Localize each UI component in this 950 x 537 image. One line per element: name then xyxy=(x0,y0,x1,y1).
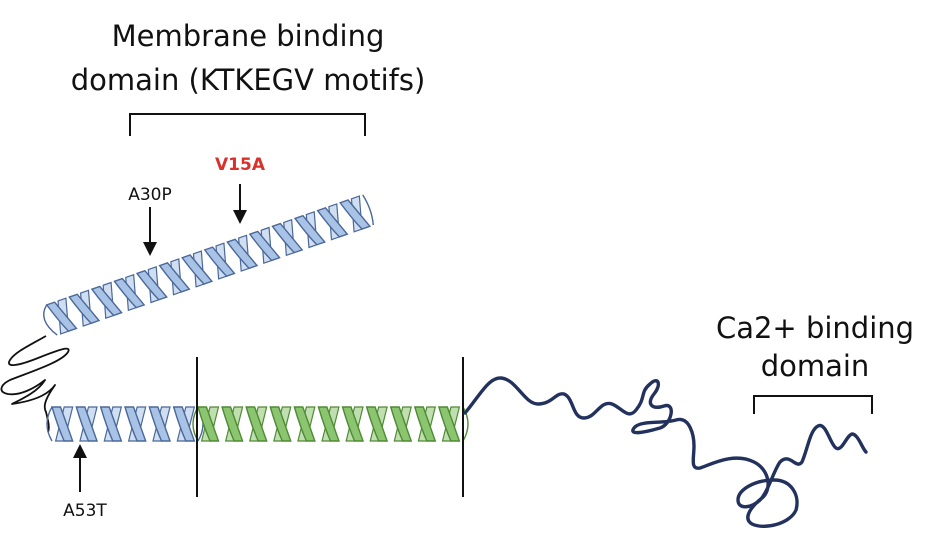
mutation-v15a-label: V15A xyxy=(215,155,266,175)
lower-blue-helix-front-strand xyxy=(51,406,74,442)
upper-helix-front-strand xyxy=(316,207,349,238)
upper-helix-front-strand xyxy=(271,222,304,254)
lower-green-helix-front-strand xyxy=(245,406,268,442)
ca-domain-bracket xyxy=(753,395,873,414)
upper-helix-front-strand xyxy=(203,246,236,277)
lower-blue-helix-front-strand xyxy=(148,406,172,442)
ca-domain-label-line1: Ca2+ binding xyxy=(716,311,914,345)
lower-green-helix-front-strand xyxy=(269,406,292,442)
mutation-v15a-arrowhead xyxy=(233,210,247,224)
membrane-domain-bracket xyxy=(129,113,366,136)
mutation-a53t-arrowhead xyxy=(73,444,87,458)
lower-helix xyxy=(46,406,469,442)
upper-helix-front-strand xyxy=(293,214,326,246)
lower-green-helix-front-strand xyxy=(317,406,340,442)
membrane-domain-label-line2: domain (KTKEGV motifs) xyxy=(71,63,426,97)
upper-helix-front-strand xyxy=(181,254,214,285)
membrane-domain-label-line1: Membrane binding xyxy=(112,19,385,53)
upper-helix-front-strand xyxy=(339,199,372,230)
mutation-a30p-label: A30P xyxy=(128,185,172,205)
upper-helix-front-strand xyxy=(90,285,123,317)
upper-helix-end-cap xyxy=(362,194,374,226)
lower-green-helix-front-strand xyxy=(437,406,461,442)
upper-helix-front-strand xyxy=(135,269,168,301)
lower-green-helix-end-cap xyxy=(462,406,469,442)
upper-helix-front-strand xyxy=(158,262,191,293)
lower-blue-helix-start-cap xyxy=(46,406,53,442)
lower-blue-helix-front-strand xyxy=(99,406,123,442)
lower-blue-helix-front-strand xyxy=(172,406,196,442)
mutation-a30p-arrowhead xyxy=(143,242,157,256)
lower-blue-helix-front-strand xyxy=(75,406,99,442)
lower-green-helix-front-strand xyxy=(293,406,316,442)
upper-helix xyxy=(43,194,374,336)
lower-green-helix-front-strand xyxy=(365,406,389,442)
lower-green-helix-front-strand xyxy=(197,406,220,442)
lower-green-helix-front-strand xyxy=(221,406,244,442)
upper-helix-start-cap xyxy=(43,304,58,336)
lower-green-helix-front-strand xyxy=(389,406,413,442)
lower-green-helix-front-strand xyxy=(341,406,365,442)
upper-helix-front-strand xyxy=(45,301,78,332)
ca-domain-label-line2: domain xyxy=(761,349,870,383)
upper-helix-front-strand xyxy=(248,230,281,262)
upper-helix-front-strand xyxy=(68,293,101,325)
lower-blue-helix-front-strand xyxy=(124,406,147,442)
lower-green-helix-front-strand xyxy=(413,406,437,442)
c-terminal-tail xyxy=(463,376,868,529)
mutation-a53t-label: A53T xyxy=(63,501,107,521)
upper-helix-front-strand xyxy=(113,277,146,309)
upper-helix-front-strand xyxy=(226,238,259,270)
linker-loop xyxy=(0,335,70,433)
